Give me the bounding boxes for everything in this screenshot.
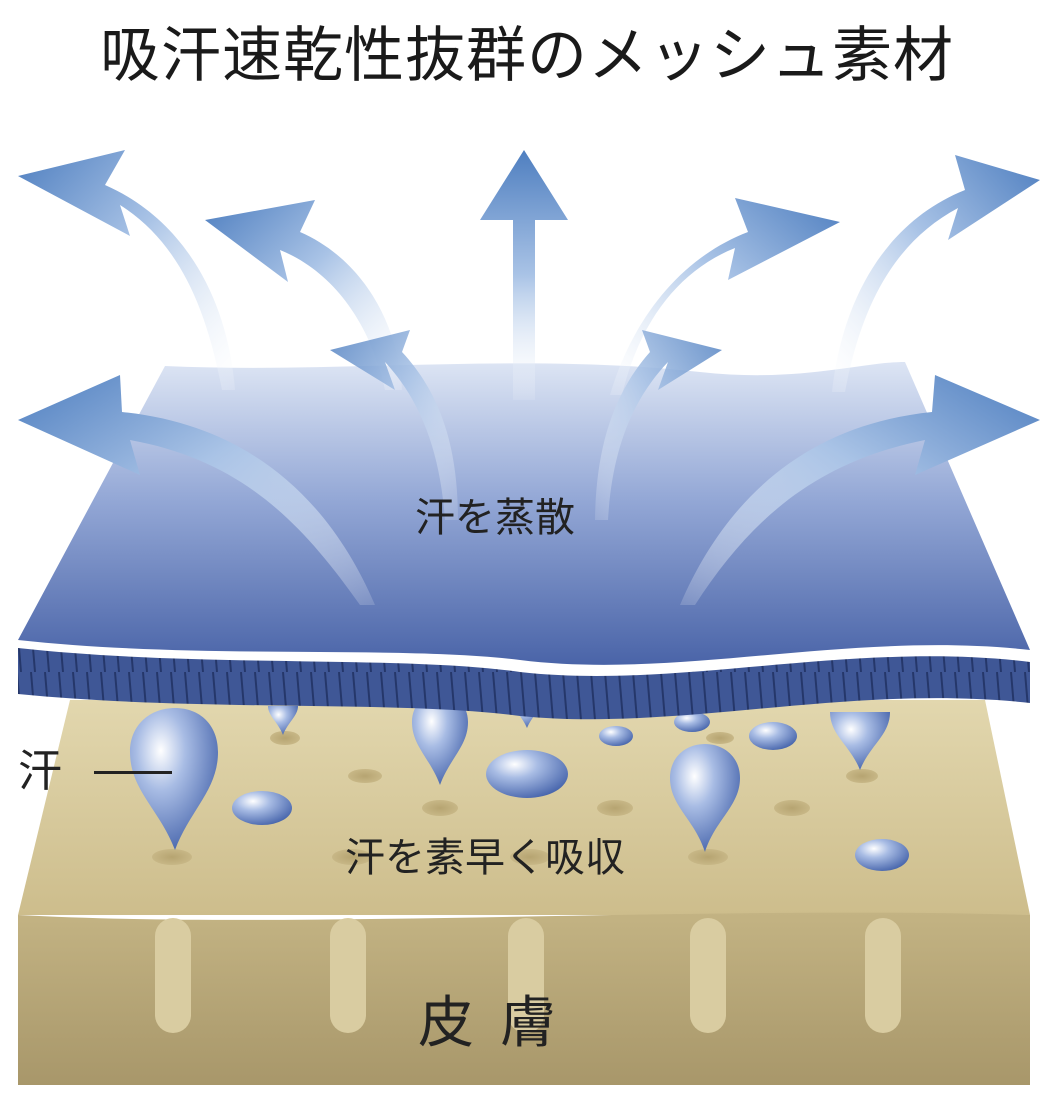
- sweat-bead: [674, 712, 710, 732]
- sweat-drop-icon: [130, 708, 218, 850]
- sweat-pointer-line: [94, 771, 172, 774]
- skin-layer: [18, 700, 1030, 1085]
- sweat-bead: [486, 750, 568, 798]
- label-skin: 皮膚: [418, 991, 582, 1056]
- label-sweat: 汗: [18, 746, 62, 797]
- fabric-top-surface: [18, 362, 1030, 665]
- evaporation-arrow-icon: [18, 150, 235, 390]
- sweat-drop-icon: [830, 712, 890, 770]
- evaporation-arrows: [18, 150, 1040, 605]
- sweat-drops: [130, 694, 909, 871]
- label-evaporate: 汗を蒸散: [415, 495, 575, 541]
- evaporation-arrow-icon: [18, 375, 375, 605]
- evaporation-arrow-icon: [205, 200, 402, 390]
- sweat-bead: [232, 791, 292, 825]
- evaporation-arrow-icon: [595, 330, 722, 520]
- skin-top-surface: [18, 700, 1030, 915]
- evaporation-arrow-icon: [480, 150, 568, 400]
- evaporation-arrow-icon: [610, 198, 840, 395]
- mesh-fabric-layer: [18, 362, 1030, 720]
- evaporation-arrow-icon: [330, 330, 458, 520]
- page-title: 吸汗速乾性抜群のメッシュ素材: [100, 21, 954, 91]
- sweat-bead: [599, 726, 633, 746]
- evaporation-arrow-icon: [832, 155, 1040, 392]
- evaporation-arrow-icon: [680, 375, 1040, 605]
- label-absorb: 汗を素早く吸収: [345, 835, 625, 881]
- sweat-bead: [855, 839, 909, 871]
- fabric-edge: [18, 648, 1030, 720]
- sweat-drop-icon: [670, 744, 740, 852]
- sweat-bead: [749, 722, 797, 750]
- sweat-drop-icon: [268, 706, 298, 735]
- sweat-glands: [155, 918, 901, 1033]
- sweat-drop-icon: [412, 694, 468, 785]
- skin-pores: [152, 731, 878, 865]
